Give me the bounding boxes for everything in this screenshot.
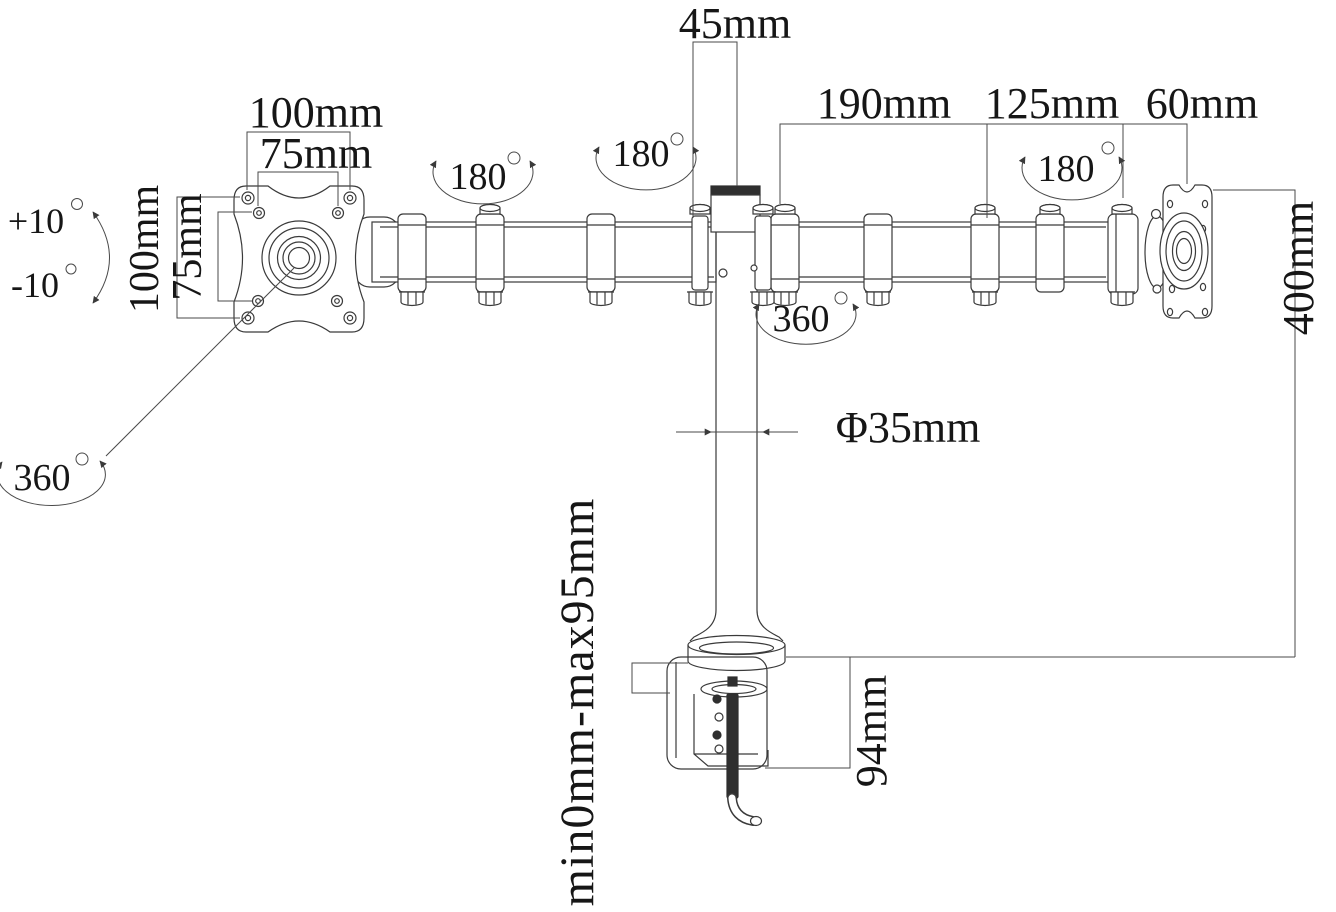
clamp-handle <box>727 793 763 827</box>
dim-bracket-45mm <box>692 41 738 218</box>
degree-icon <box>834 291 848 305</box>
label-swivel-center: 180 <box>613 133 670 175</box>
left-vesa-plate <box>233 185 365 333</box>
degree-icon <box>507 151 521 165</box>
label-vesa-rotation: 360 <box>14 457 71 499</box>
label-seg-60: 60mm <box>1146 79 1258 128</box>
label-swivel-left: 180 <box>450 156 507 198</box>
dim-bracket-100mm-left <box>176 196 240 319</box>
label-tilt-down: -10 <box>11 265 59 305</box>
label-clamp-height: 94mm <box>847 675 896 787</box>
center-pole <box>686 185 777 610</box>
label-tilt-up: +10 <box>8 201 64 241</box>
degree-icon <box>75 452 89 466</box>
dim-bracket-100mm-top <box>246 131 351 190</box>
label-desk-thickness: min0mm-max95mm <box>551 498 604 907</box>
label-pole-height: 400mm <box>1274 201 1323 335</box>
dim-bracket-94mm <box>765 657 851 769</box>
label-pole-diameter: Φ35mm <box>836 403 981 452</box>
left-arm <box>353 203 717 307</box>
label-seg-190: 190mm <box>817 79 951 128</box>
leader-vesa-rotation <box>105 267 295 457</box>
label-vesa-width-outer: 100mm <box>249 88 383 137</box>
rotation-arc-pole <box>752 303 860 345</box>
label-pole-rotation: 360 <box>773 298 830 340</box>
dim-line-arm-segments <box>779 123 1188 218</box>
swivel-arc-center <box>592 146 700 191</box>
label-vesa-width-inner: 75mm <box>260 129 372 178</box>
dim-bracket-75mm-top <box>257 171 339 206</box>
dim-bracket-75mm-left <box>217 211 252 302</box>
tilt-arc <box>92 211 110 304</box>
dim-box-desk-thickness <box>631 662 688 694</box>
label-vesa-height-inner: 75mm <box>165 193 211 301</box>
label-vesa-height-outer: 100mm <box>122 185 168 314</box>
dimension-lines <box>105 41 1296 769</box>
right-arm <box>756 203 1139 307</box>
rotation-annotations <box>0 132 1126 507</box>
rotation-arc-vesa <box>0 460 107 507</box>
label-cap-width: 45mm <box>679 0 791 48</box>
degree-icon <box>71 198 83 210</box>
dimension-labels: 45mm 190mm 125mm 60mm 100mm 75mm 100mm 7… <box>8 0 1323 906</box>
clamp-screw-tip <box>727 676 738 687</box>
desk-clamp <box>666 609 786 827</box>
degree-icon <box>670 132 684 146</box>
clamp-threaded-rod <box>726 693 739 799</box>
degree-icon <box>1101 141 1115 155</box>
dim-line-400mm <box>1213 189 1296 657</box>
swivel-arc-left-arm <box>429 160 537 205</box>
label-swivel-right: 180 <box>1038 148 1095 190</box>
degree-icon <box>65 263 77 275</box>
right-vesa-plate <box>1144 184 1213 319</box>
swivel-arc-right-arm <box>1018 156 1126 201</box>
arm-structure <box>233 184 1213 827</box>
label-seg-125: 125mm <box>985 79 1119 128</box>
